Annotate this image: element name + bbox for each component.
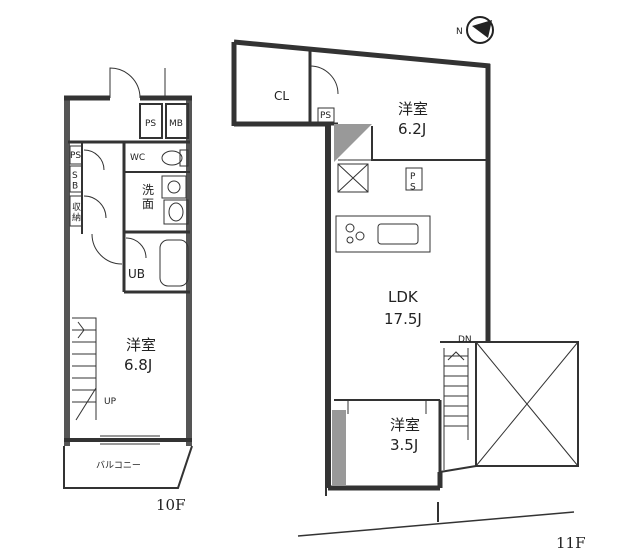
floor-10-plan (63, 67, 193, 489)
western-room-10f-size: 6.8J (124, 356, 152, 374)
label-stairs-dn: DN (458, 335, 472, 345)
label-mb: MB (169, 119, 183, 129)
label-balcony: バルコニー (96, 460, 141, 471)
floor-11-plan (231, 39, 579, 537)
floor-label-10f: 10F (156, 496, 186, 514)
ldk-size: 17.5J (384, 310, 422, 328)
label-washroom: 洗面 (142, 183, 154, 211)
label-ps-small: PS (70, 151, 81, 161)
label-cl: CL (274, 89, 289, 103)
western-room-a-name: 洋室 (398, 100, 428, 118)
label-ub: UB (128, 267, 145, 281)
western-room-a-size: 6.2J (398, 120, 426, 138)
compass-label: N (456, 27, 463, 37)
label-ps-10f: PS (145, 119, 156, 129)
label-wc: WC (130, 153, 145, 163)
western-room-10f-name: 洋室 (126, 336, 156, 354)
north-compass-icon (466, 16, 494, 44)
floor-label-11f: 11F (556, 534, 586, 552)
western-room-b-size: 3.5J (390, 436, 418, 454)
label-ps-11f-a: PS (320, 111, 331, 121)
label-storage: 収納 (72, 201, 81, 223)
label-stairs-up: UP (104, 397, 117, 407)
ldk-name: LDK (388, 288, 419, 306)
western-room-b-name: 洋室 (390, 416, 420, 434)
